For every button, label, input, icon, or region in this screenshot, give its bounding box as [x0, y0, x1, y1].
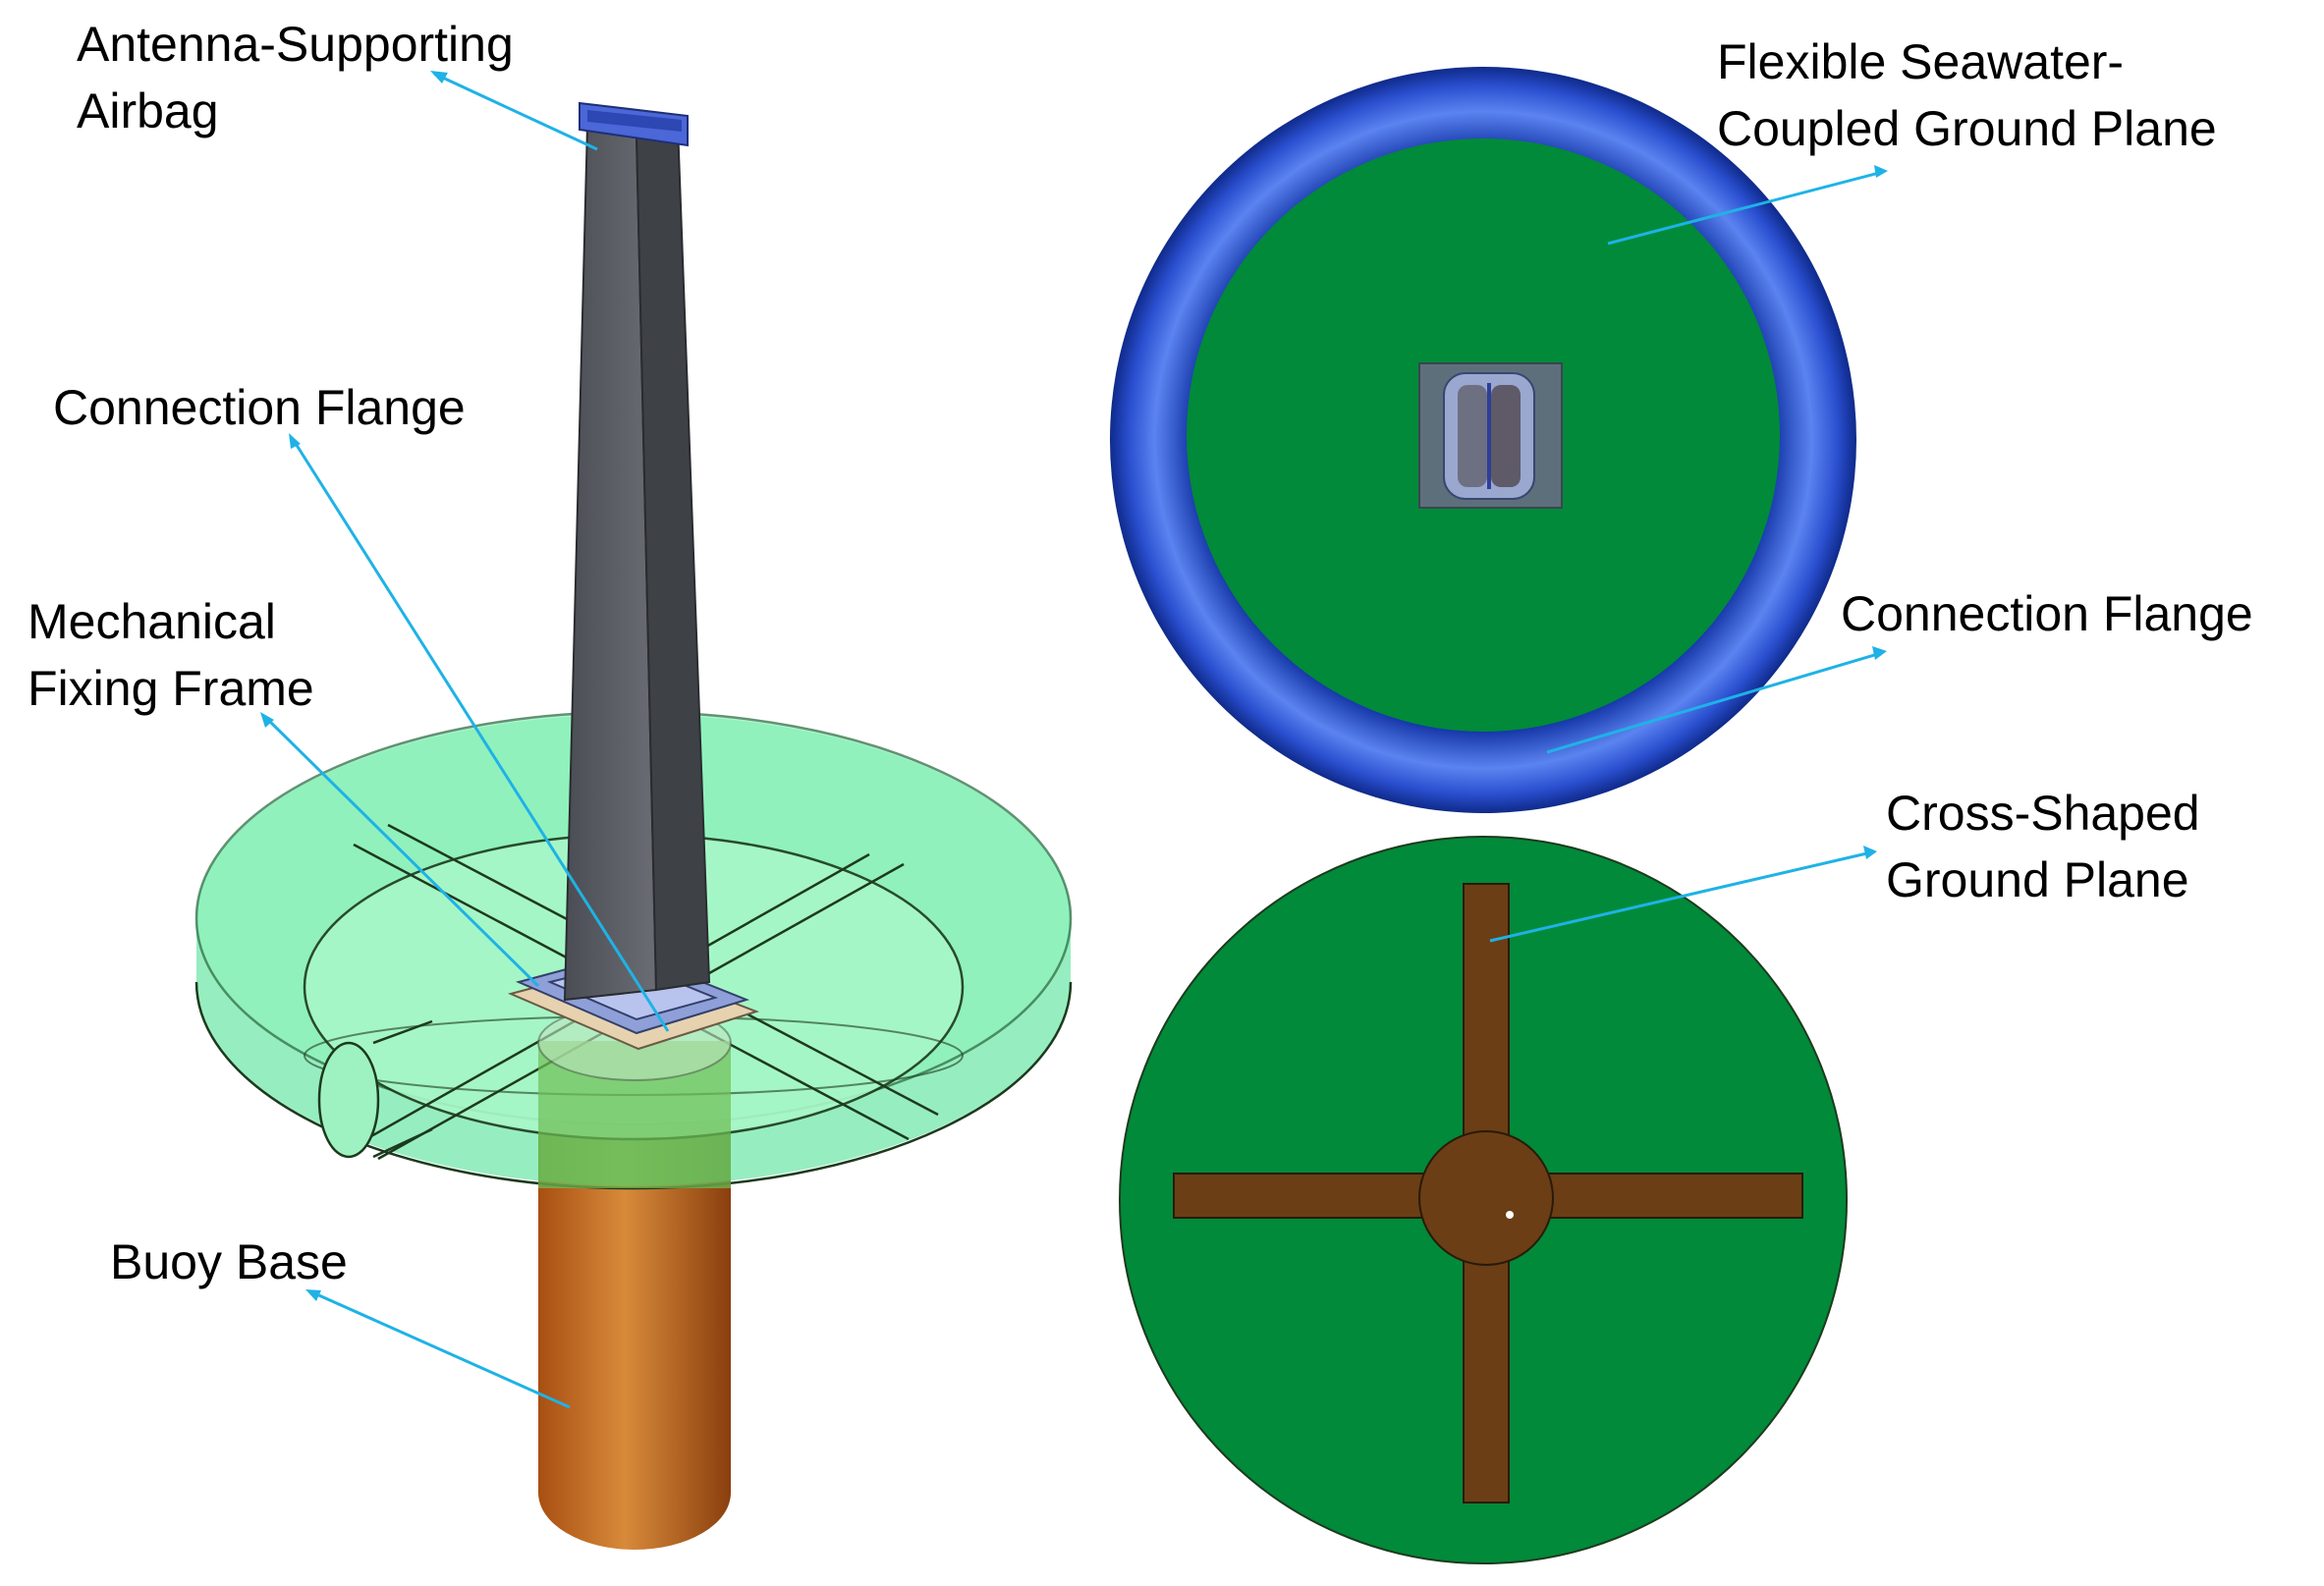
label-cross-ground-line2: Ground Plane	[1886, 852, 2189, 907]
labels: Antenna-Supporting Airbag Connection Fla…	[28, 17, 2253, 1289]
buoy-assembly-3d	[194, 101, 1073, 1550]
label-antenna-airbag-line1: Antenna-Supporting	[77, 17, 514, 72]
label-mechanical-frame-line1: Mechanical	[28, 594, 276, 649]
label-flexible-ground-line1: Flexible Seawater-	[1717, 34, 2124, 89]
label-connection-flange-left: Connection Flange	[53, 380, 466, 435]
leader-lines	[260, 71, 1888, 1409]
antenna-supporting-airbag	[563, 101, 711, 1002]
label-cross-ground-line1: Cross-Shaped	[1886, 786, 2200, 841]
label-mechanical-frame-line2: Fixing Frame	[28, 661, 314, 716]
label-buoy-base: Buoy Base	[110, 1234, 348, 1289]
label-connection-flange-right: Connection Flange	[1841, 586, 2253, 641]
label-flexible-ground-line2: Coupled Ground Plane	[1717, 101, 2217, 156]
cross-center-hub	[1418, 1130, 1554, 1266]
top-view-flexible-ground	[1110, 67, 1856, 813]
cross-shaped-ground-view	[1119, 836, 1848, 1564]
label-antenna-airbag-line2: Airbag	[77, 83, 219, 138]
